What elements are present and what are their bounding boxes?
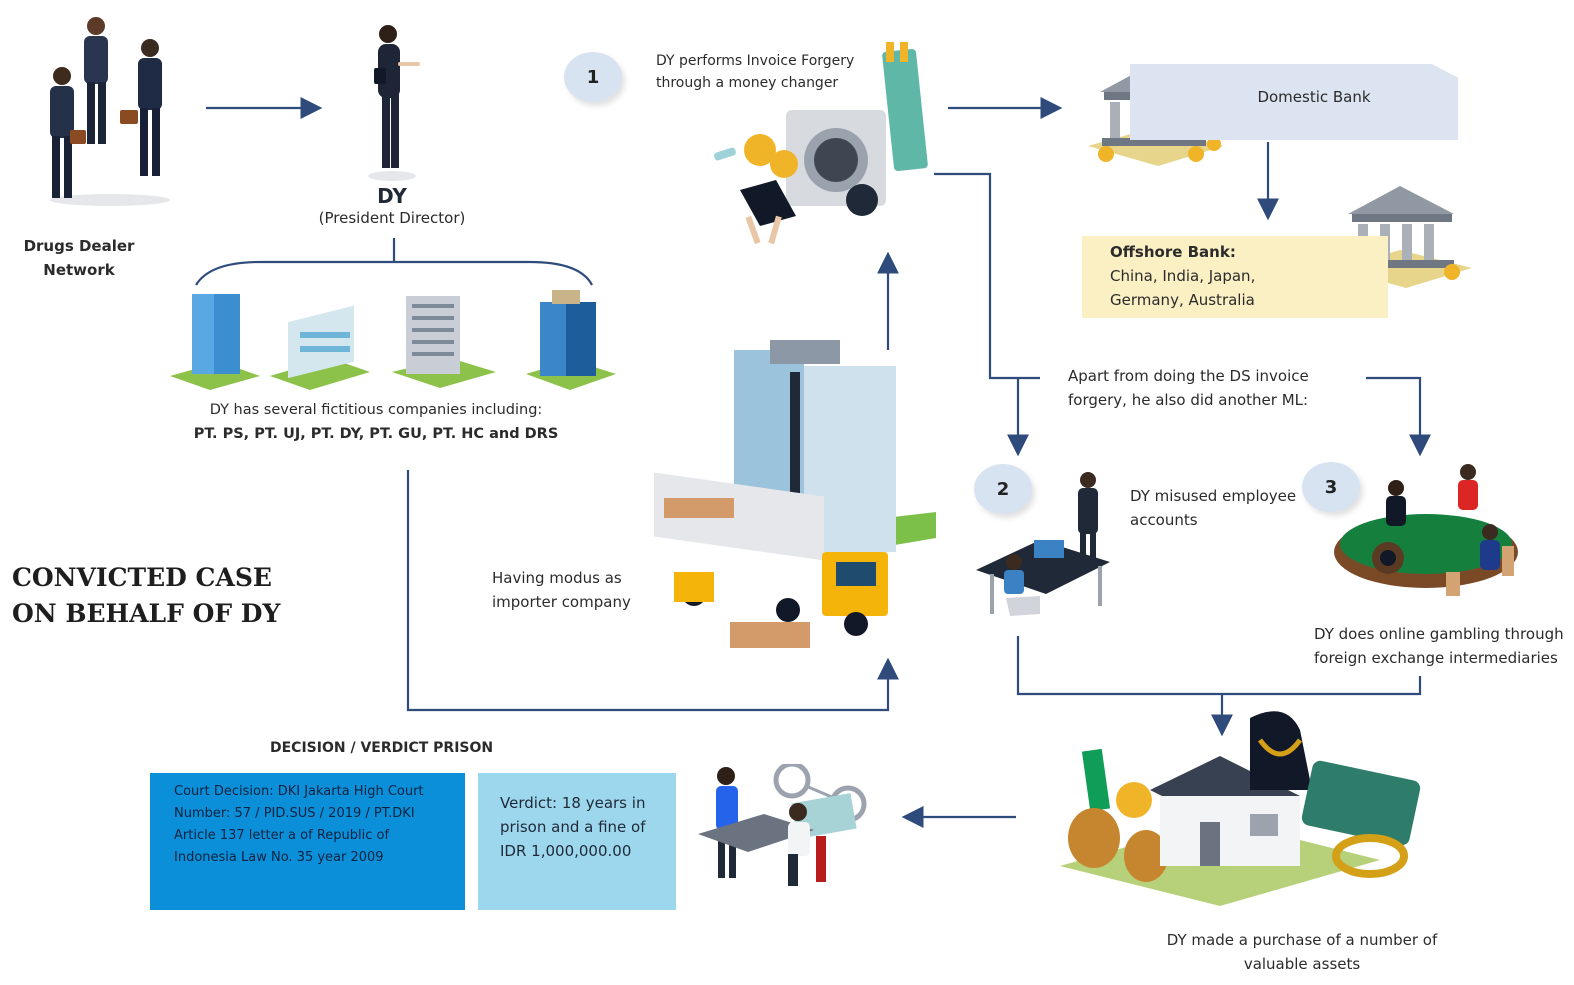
connector-steps-to-assets [1016, 636, 1422, 696]
step-3-badge: 3 [1302, 462, 1360, 512]
importer-text: Having modus as importer company [492, 569, 631, 611]
companies-list: PT. PS, PT. UJ, PT. DY, PT. GU, PT. HC a… [193, 426, 559, 442]
decision-title: DECISION / VERDICT PRISON [270, 740, 494, 756]
skyscraper-truck-icon [654, 340, 936, 648]
businessmen-handshake-icon [50, 17, 170, 206]
arrest-handcuffs-icon [698, 764, 867, 886]
connector-forgery-to-ml [934, 172, 1040, 380]
court-decision-text: Court Decision: DKI Jakarta High Court N… [174, 784, 424, 865]
arrow-companies-to-importer [406, 470, 899, 712]
step-1-badge: 1 [564, 52, 622, 102]
verdict-text: Verdict: 18 years in prison and a fine o… [500, 794, 646, 860]
casino-table-icon [1334, 464, 1518, 596]
dy-role-label: (President Director) [318, 209, 466, 227]
court-decision-box: Court Decision: DKI Jakarta High Court N… [150, 773, 465, 910]
assets-text: DY made a purchase of a number of valuab… [1166, 931, 1438, 973]
connector-companies-bracket [195, 260, 593, 286]
step-3-text: DY does online gambling through foreign … [1314, 625, 1564, 667]
woman-director-icon [368, 25, 420, 181]
convicted-case-title: CONVICTED CASE ON BEHALF OF DY [12, 563, 281, 628]
offshore-bank-box [1082, 236, 1388, 318]
office-buildings-icon [170, 290, 616, 390]
offshore-bank-list: China, India, Japan, Germany, Australia [1110, 267, 1256, 309]
step-2-text: DY misused employee accounts [1130, 487, 1297, 529]
offshore-bank-title: Offshore Bank: [1110, 243, 1236, 261]
other-ml-text: Apart from doing the DS invoice forgery,… [1068, 367, 1309, 409]
drugs-dealer-label: Drugs Dealer Network [23, 237, 135, 279]
arrow-to-step3 [1366, 376, 1431, 457]
step-1-text: DY performs Invoice Forgery through a mo… [656, 53, 855, 91]
domestic-bank-banner [1130, 64, 1458, 140]
companies-description: DY has several fictitious companies incl… [209, 402, 543, 418]
domestic-bank-label: Domestic Bank [1257, 88, 1371, 106]
step-2-badge: 2 [974, 464, 1032, 514]
verdict-box: Verdict: 18 years in prison and a fine o… [478, 773, 676, 910]
office-desk-icon [976, 472, 1110, 616]
valuable-assets-icon [1060, 711, 1421, 906]
dy-name-label: DY [377, 184, 407, 208]
money-laundering-machine-icon [714, 42, 928, 245]
